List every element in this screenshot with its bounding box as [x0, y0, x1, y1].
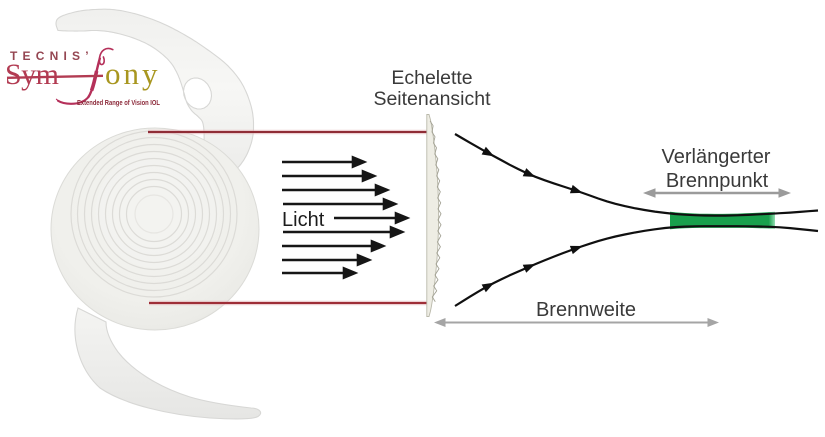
svg-text:Seitenansicht: Seitenansicht [373, 88, 491, 110]
svg-text:TECNIS’: TECNIS’ [10, 49, 94, 63]
svg-text:ony: ony [105, 56, 161, 91]
svg-text:Sym: Sym [5, 58, 59, 91]
svg-text:Brennweite: Brennweite [536, 299, 636, 321]
svg-text:Verlängerter: Verlängerter [662, 146, 771, 168]
svg-text:Extended Range of Vision IOL: Extended Range of Vision IOL [77, 100, 161, 107]
svg-text:Licht: Licht [282, 209, 325, 231]
svg-text:Echelette: Echelette [391, 67, 472, 89]
svg-text:Brennpunkt: Brennpunkt [666, 170, 769, 192]
